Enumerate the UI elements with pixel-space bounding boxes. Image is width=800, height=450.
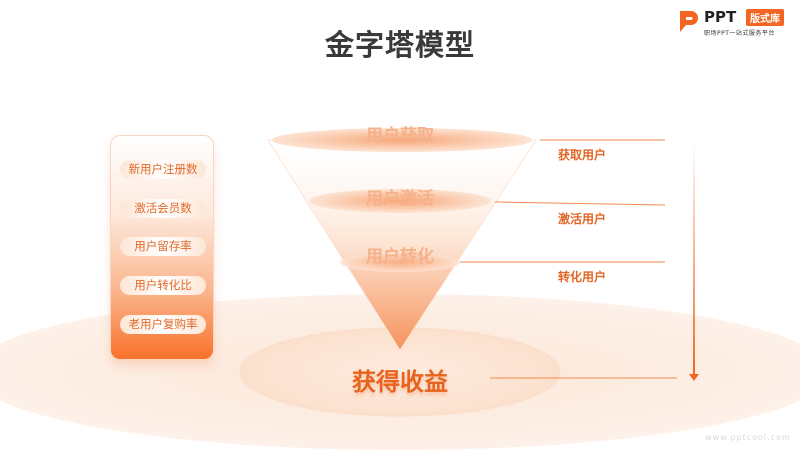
funnel-goal-label: 获得收益 [352,368,448,396]
metric-pill: 激活会员数 [120,199,206,218]
logo-tagline: 职场PPT一站式服务平台 [704,30,775,37]
logo-p-icon [680,11,698,32]
flow-arrow-head [689,374,699,381]
watermark: www.pptcool.com [705,433,791,442]
metric-pill: 用户留存率 [120,237,206,256]
metrics-panel: 新用户注册数 激活会员数 用户留存率 用户转化比 老用户复购率 [110,135,214,360]
stage-label: 转化用户 [558,270,607,284]
funnel-disk-2 [309,189,491,213]
funnel-disk-3 [340,252,460,272]
metric-pill: 老用户复购率 [120,315,206,334]
page-title: 金字塔模型 [324,28,475,62]
funnel-level-label: 用户激活 [366,189,434,209]
logo-badge: 版式库 [746,9,784,26]
stage-label: 获取用户 [558,148,607,162]
metric-pill: 用户转化比 [120,276,206,295]
funnel-level-label: 用户获取 [366,126,434,146]
logo-brand: PPT [704,8,737,26]
funnel-level-label: 用户转化 [366,247,434,267]
connector-line [494,201,666,206]
funnel-disk-1 [272,128,532,152]
flow-arrow-shaft [693,140,695,376]
stage-label: 激活用户 [558,212,607,226]
metric-pill: 新用户注册数 [120,160,206,179]
brand-logo: PPT 版式库 职场PPT一站式服务平台 [678,8,796,38]
